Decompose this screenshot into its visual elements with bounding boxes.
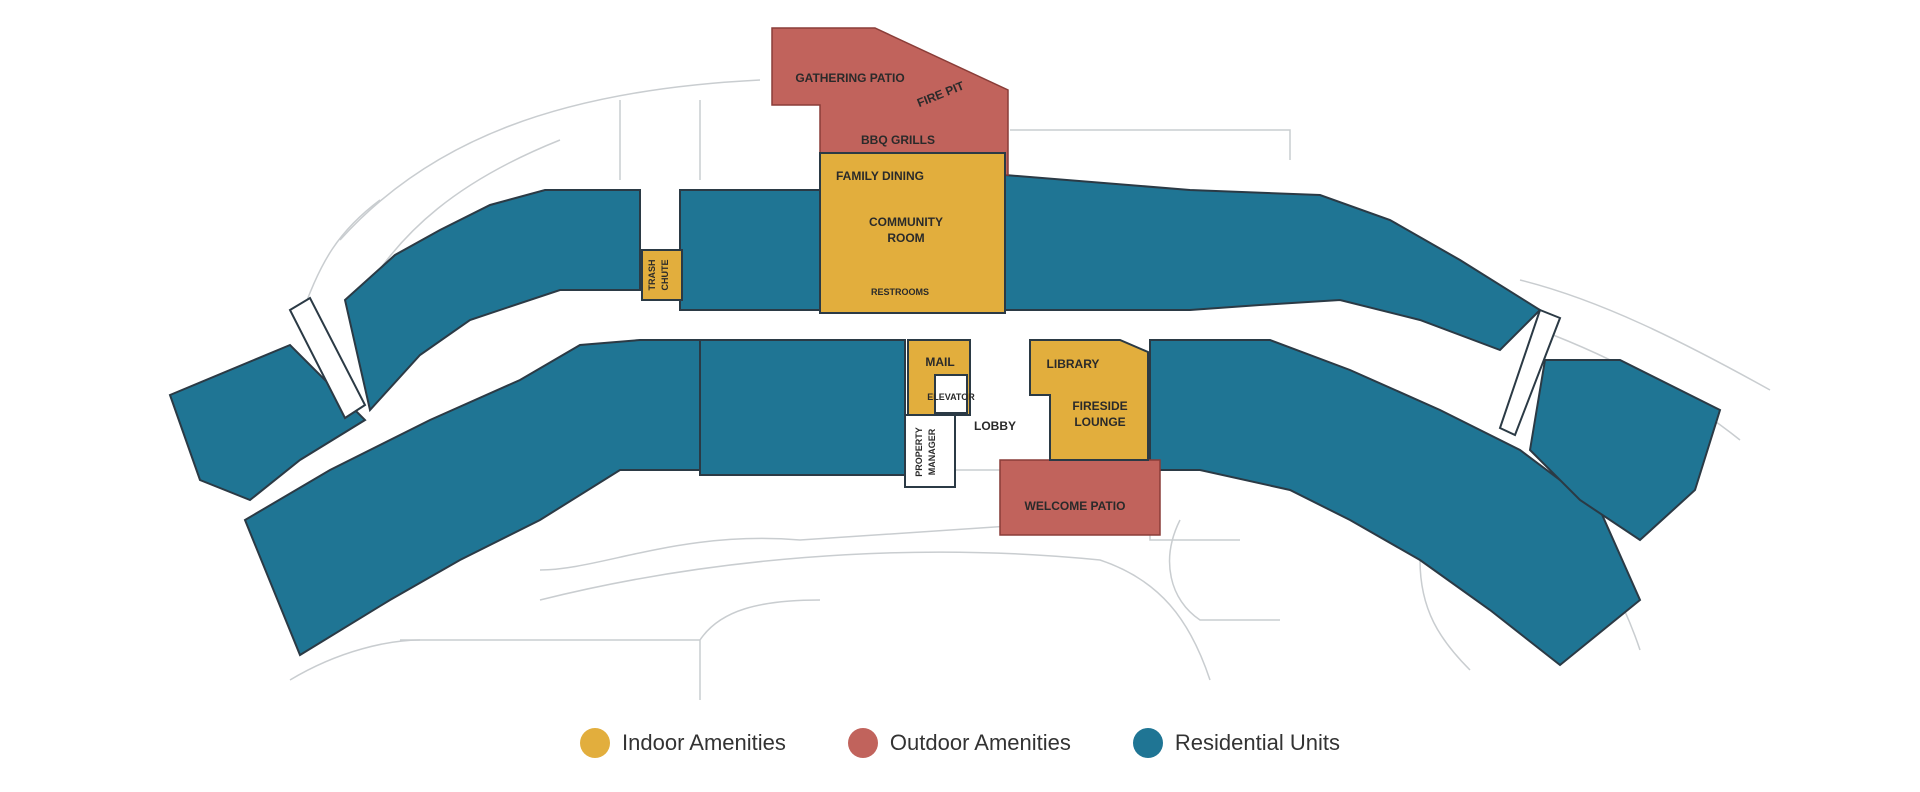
legend: Indoor Amenities Outdoor Amenities Resid…	[0, 728, 1920, 758]
stair-towers	[288, 296, 1562, 437]
label-gathering-patio: GATHERING PATIO	[795, 71, 904, 85]
label-bbq-grills: BBQ GRILLS	[861, 133, 935, 147]
lobby-core	[904, 374, 968, 488]
stair-right	[1498, 308, 1562, 437]
legend-item-indoor: Indoor Amenities	[580, 728, 786, 758]
property-manager-office	[904, 414, 956, 488]
legend-item-outdoor: Outdoor Amenities	[847, 728, 1071, 758]
residential-units	[168, 173, 1722, 667]
trash-chute	[641, 249, 683, 301]
label-mail: MAIL	[925, 355, 954, 369]
residential-block-center-left-upper	[679, 189, 821, 311]
label-fireside-lounge-2: LOUNGE	[1074, 415, 1125, 429]
outdoor-amenities	[771, 27, 1161, 536]
label-trash-chute-1: TRASH	[647, 260, 657, 291]
label-family-dining: FAMILY DINING	[836, 169, 924, 183]
label-community-room-1: COMMUNITY	[869, 215, 943, 229]
library-fireside-lounge	[1029, 339, 1149, 461]
indoor-dot-icon	[580, 728, 611, 758]
label-property-manager-1: PROPERTY	[914, 427, 924, 477]
residential-wing-right-far	[1528, 359, 1722, 542]
label-library: LIBRARY	[1047, 357, 1100, 371]
residential-wing-left-upper	[343, 189, 641, 413]
label-lobby: LOBBY	[974, 419, 1016, 433]
residential-wing-right-upper	[1004, 173, 1542, 352]
residential-dot-icon	[1132, 728, 1163, 758]
elevator	[934, 374, 968, 414]
label-welcome-patio: WELCOME PATIO	[1025, 499, 1126, 513]
community-room	[819, 152, 1006, 314]
outdoor-dot-icon	[847, 728, 878, 758]
residential-block-center-left-lower	[699, 339, 906, 476]
legend-item-residential: Residential Units	[1132, 728, 1340, 758]
label-restrooms: RESTROOMS	[871, 287, 929, 297]
label-elevator: ELEVATOR	[927, 392, 975, 402]
residential-wing-left-far	[168, 343, 367, 502]
label-trash-chute-2: CHUTE	[660, 260, 670, 291]
label-fireside-lounge-1: FIRESIDE	[1072, 399, 1127, 413]
welcome-patio	[999, 459, 1161, 536]
residential-wing-right-lower	[1149, 339, 1642, 667]
stair-left	[288, 296, 367, 420]
label-community-room-2: ROOM	[887, 231, 924, 245]
legend-label-indoor: Indoor Amenities	[622, 730, 786, 755]
legend-label-outdoor: Outdoor Amenities	[889, 730, 1071, 755]
legend-label-residential: Residential Units	[1174, 730, 1340, 755]
label-property-manager-2: MANAGER	[927, 428, 937, 475]
